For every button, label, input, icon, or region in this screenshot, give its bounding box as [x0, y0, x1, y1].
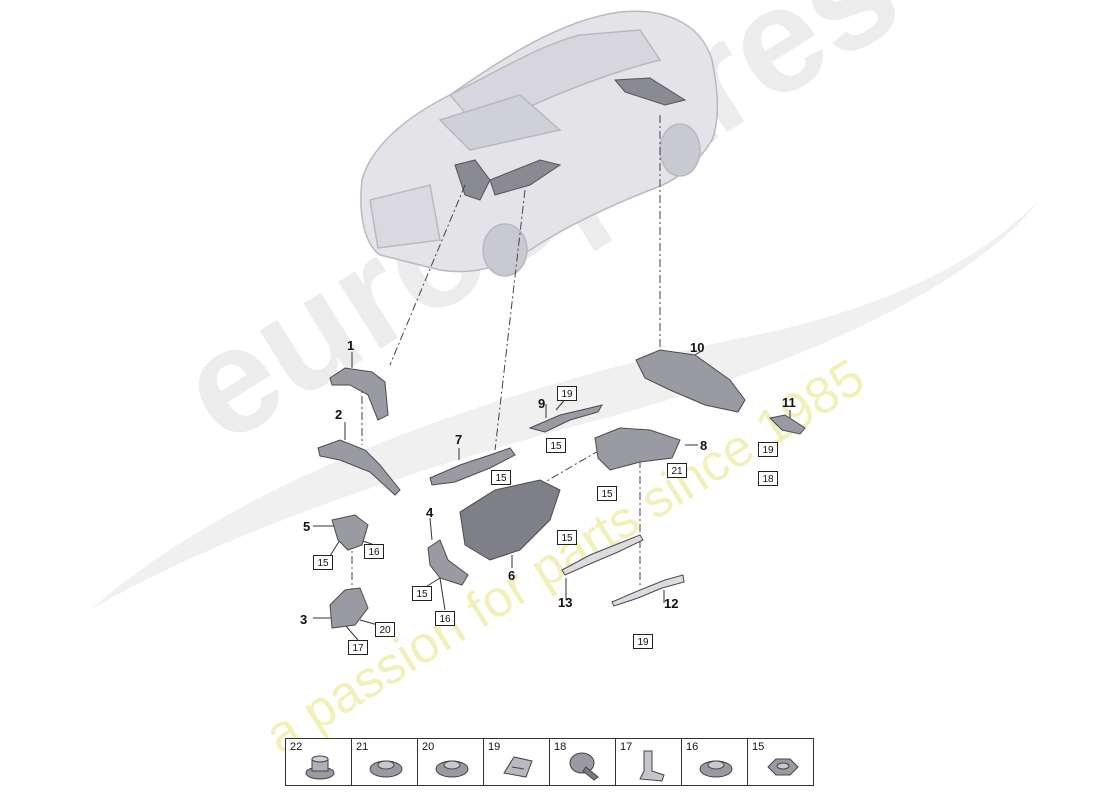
legend-cell: 15 [748, 739, 813, 785]
ref-box: 17 [348, 640, 368, 655]
ref-box: 16 [435, 611, 455, 626]
callout-4: 4 [426, 505, 434, 520]
ref-box: 15 [412, 586, 432, 601]
flange-nut-icon [305, 755, 335, 780]
legend-cell: 21 [352, 739, 418, 785]
legend-number: 15 [752, 741, 765, 753]
ref-box: 19 [557, 386, 577, 401]
legend-number: 21 [356, 741, 369, 753]
ref-box: 15 [546, 438, 566, 453]
legend-number: 18 [554, 741, 567, 753]
part-8 [594, 427, 681, 471]
legend-cell: 22 [286, 739, 352, 785]
part-6 [459, 479, 561, 561]
callout-8: 8 [700, 438, 708, 453]
part-7 [429, 447, 516, 486]
legend-number: 17 [620, 741, 633, 753]
hex-nut-icon [369, 760, 403, 778]
ref-box: 21 [667, 463, 687, 478]
ref-box: 15 [597, 486, 617, 501]
ref-box: 19 [633, 634, 653, 649]
ref-box: 15 [557, 530, 577, 545]
callout-5: 5 [303, 519, 311, 534]
ref-box: 19 [758, 442, 778, 457]
ref-box: 16 [364, 544, 384, 559]
legend-number: 22 [290, 741, 303, 753]
ref-box: 15 [313, 555, 333, 570]
fastener-legend: 22 21 20 19 [285, 738, 814, 786]
bracket-clip-icon [639, 750, 665, 782]
part-1 [329, 367, 389, 421]
callout-11: 11 [782, 395, 796, 410]
legend-cell: 17 [616, 739, 682, 785]
vehicle-illustration [360, 10, 718, 277]
hex-nut-icon [699, 760, 733, 778]
part-9 [528, 404, 604, 433]
part-12 [611, 574, 685, 607]
part-10 [635, 349, 746, 413]
callout-10: 10 [690, 340, 705, 355]
callout-13: 13 [558, 595, 573, 610]
callout-9: 9 [538, 396, 546, 411]
part-11 [768, 414, 806, 435]
legend-number: 19 [488, 741, 501, 753]
callout-7: 7 [455, 432, 463, 447]
legend-cell: 18 [550, 739, 616, 785]
part-3 [329, 587, 369, 629]
callout-1: 1 [347, 338, 355, 353]
callout-6: 6 [508, 568, 516, 583]
expansion-rivet-icon [569, 752, 599, 781]
part-5 [331, 514, 369, 551]
callout-2: 2 [335, 407, 343, 422]
part-13 [561, 534, 644, 576]
legend-cell: 16 [682, 739, 748, 785]
ref-box: 20 [375, 622, 395, 637]
part-4 [427, 539, 469, 586]
part-2 [317, 439, 401, 496]
legend-number: 16 [686, 741, 699, 753]
legend-cell: 20 [418, 739, 484, 785]
legend-cell: 19 [484, 739, 550, 785]
callout-12: 12 [664, 596, 679, 611]
hex-nut-icon [767, 758, 799, 776]
callout-3: 3 [300, 612, 308, 627]
hex-nut-icon [435, 760, 469, 778]
ref-box: 15 [491, 470, 511, 485]
ref-box: 18 [758, 471, 778, 486]
legend-number: 20 [422, 741, 435, 753]
spring-clip-icon [503, 756, 533, 778]
